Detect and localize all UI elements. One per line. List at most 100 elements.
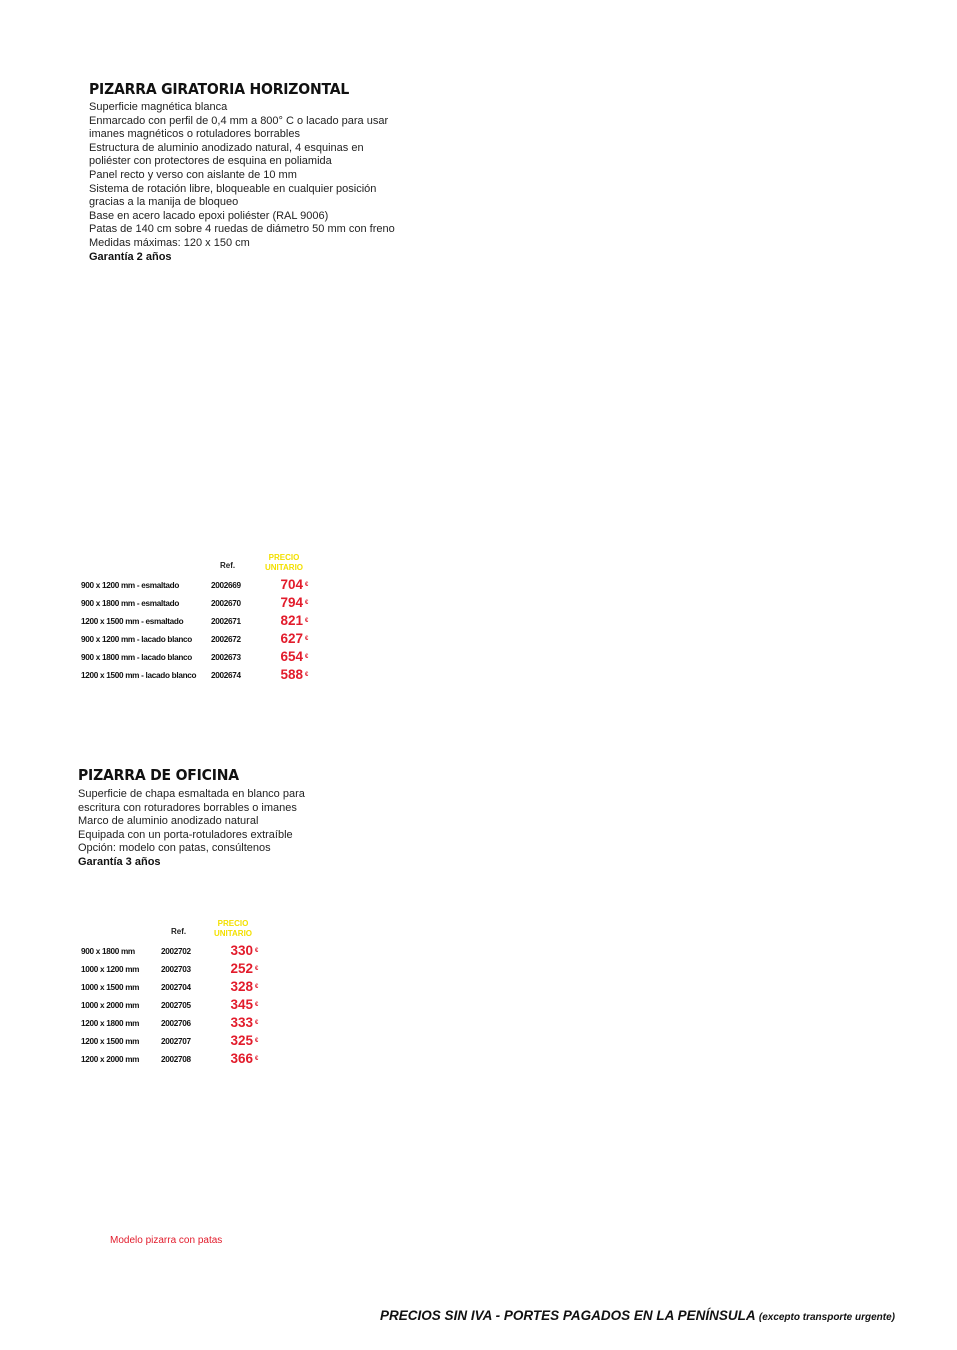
footer-notice: PRECIOS SIN IVA - PORTES PAGADOS EN LA P… xyxy=(380,1308,895,1323)
description-line: Base en acero lacado epoxi poliéster (RA… xyxy=(89,209,329,222)
table-header: Ref. PRECIO UNITARIO xyxy=(81,553,321,575)
table-row: 1200 x 1500 mm 2002707 325 € xyxy=(81,1033,271,1051)
row-currency: € xyxy=(305,600,309,606)
row-dimensions: 900 x 1200 mm - esmaltado xyxy=(81,581,180,590)
price-header-line-2: UNITARIO xyxy=(264,563,304,572)
table-row: 1000 x 2000 mm 2002705 345 € xyxy=(81,997,271,1015)
row-dimensions: 1200 x 2000 mm xyxy=(81,1055,140,1064)
row-dimensions: 1200 x 1800 mm xyxy=(81,1019,140,1028)
row-price: 704 xyxy=(280,577,303,592)
table-row: 1200 x 1500 mm - lacado blanco 2002674 5… xyxy=(81,667,321,685)
description-line: Equipada con un porta-rotuladores extraí… xyxy=(78,828,293,841)
row-price: 654 xyxy=(280,649,303,664)
row-price: 345 xyxy=(230,997,253,1012)
description-line: Enmarcado con perfil de 0,4 mm a 800° C … xyxy=(89,114,389,127)
table-row: 900 x 1800 mm - esmaltado 2002670 794 € xyxy=(81,595,321,613)
table-row: 1000 x 1500 mm 2002704 328 € xyxy=(81,979,271,997)
row-currency: € xyxy=(255,948,259,954)
row-ref: 2002670 xyxy=(211,599,241,608)
price-header: PRECIO UNITARIO xyxy=(260,553,308,573)
row-ref: 2002707 xyxy=(161,1037,191,1046)
description-line: Medidas máximas: 120 x 150 cm xyxy=(89,236,250,249)
row-dimensions: 900 x 1800 mm - esmaltado xyxy=(81,599,180,608)
footer-note: (excepto transporte urgente) xyxy=(758,1312,895,1323)
description-line: Superficie de chapa esmaltada en blanco … xyxy=(78,788,305,800)
row-price: 328 xyxy=(230,979,253,994)
description-line: Panel recto y verso con aislante de 10 m… xyxy=(89,168,297,181)
row-currency: € xyxy=(305,582,309,588)
product-1-price-table: Ref. PRECIO UNITARIO 900 x 1200 mm - esm… xyxy=(81,553,321,688)
product-2-title: PIZARRA DE OFICINA xyxy=(78,767,239,785)
row-dimensions: 1200 x 1500 mm - esmaltado xyxy=(81,617,184,626)
row-price: 794 xyxy=(280,595,303,610)
row-ref: 2002673 xyxy=(211,653,241,662)
row-dimensions: 900 x 1800 mm - lacado blanco xyxy=(81,653,192,662)
row-currency: € xyxy=(255,1020,259,1026)
ref-header: Ref. xyxy=(171,927,187,936)
row-ref: 2002703 xyxy=(161,965,191,974)
row-currency: € xyxy=(255,1056,259,1062)
row-price: 252 xyxy=(230,961,253,976)
row-currency: € xyxy=(255,966,259,972)
description-line: Superficie magnética blanca xyxy=(89,101,228,113)
guarantee-text: Garantía 2 años xyxy=(89,250,172,263)
row-currency: € xyxy=(305,636,309,642)
table-row: 900 x 1200 mm - esmaltado 2002669 704 € xyxy=(81,577,321,595)
row-price: 588 xyxy=(280,667,303,682)
row-dimensions: 900 x 1800 mm xyxy=(81,947,135,956)
row-ref: 2002708 xyxy=(161,1055,191,1064)
price-header-line-2: UNITARIO xyxy=(213,929,253,938)
product-2-price-table: Ref. PRECIO UNITARIO 900 x 1800 mm 20027… xyxy=(81,919,271,1069)
description-line: poliéster con protectores de esquina en … xyxy=(89,155,332,168)
row-price: 366 xyxy=(230,1051,253,1066)
row-price: 627 xyxy=(280,631,303,646)
table-row: 1200 x 2000 mm 2002708 366 € xyxy=(81,1051,271,1069)
row-currency: € xyxy=(305,654,309,660)
row-price: 330 xyxy=(230,943,253,958)
row-price: 821 xyxy=(280,613,303,628)
table-header: Ref. PRECIO UNITARIO xyxy=(81,919,271,941)
product-2-description: Superficie de chapa esmaltada en blanco … xyxy=(78,788,305,870)
row-ref: 2002702 xyxy=(161,947,191,956)
table-row: 1000 x 1200 mm 2002703 252 € xyxy=(81,961,271,979)
row-dimensions: 1000 x 2000 mm xyxy=(81,1001,140,1010)
description-line: Opción: modelo con patas, consúltenos xyxy=(78,842,271,855)
description-line: escritura con roturadores borrables o im… xyxy=(78,801,297,814)
row-ref: 2002706 xyxy=(161,1019,191,1028)
description-line: Marco de aluminio anodizado natural xyxy=(78,815,259,828)
row-currency: € xyxy=(255,984,259,990)
description-line: Sistema de rotación libre, bloqueable en… xyxy=(89,182,377,195)
row-dimensions: 900 x 1200 mm - lacado blanco xyxy=(81,635,192,644)
row-ref: 2002671 xyxy=(211,617,241,626)
table-row: 1200 x 1500 mm - esmaltado 2002671 821 € xyxy=(81,613,321,631)
row-price: 325 xyxy=(230,1033,253,1048)
price-header-line-1: PRECIO xyxy=(217,919,249,928)
price-header: PRECIO UNITARIO xyxy=(209,919,257,939)
description-line: Patas de 140 cm sobre 4 ruedas de diámet… xyxy=(89,223,395,236)
row-ref: 2002669 xyxy=(211,581,241,590)
image-caption: Modelo pizarra con patas xyxy=(110,1235,223,1246)
row-dimensions: 1200 x 1500 mm - lacado blanco xyxy=(81,671,197,680)
table-row: 900 x 1200 mm - lacado blanco 2002672 62… xyxy=(81,631,321,649)
row-ref: 2002672 xyxy=(211,635,241,644)
footer-main: PRECIOS SIN IVA - PORTES PAGADOS EN LA P… xyxy=(380,1308,756,1323)
row-ref: 2002705 xyxy=(161,1001,191,1010)
row-ref: 2002704 xyxy=(161,983,191,992)
product-1-description: Superficie magnética blanca Enmarcado co… xyxy=(89,101,395,264)
row-ref: 2002674 xyxy=(211,671,241,680)
row-dimensions: 1200 x 1500 mm xyxy=(81,1037,140,1046)
description-line: gracias a la manija de bloqueo xyxy=(89,196,239,209)
ref-header: Ref. xyxy=(220,561,236,570)
row-dimensions: 1000 x 1200 mm xyxy=(81,965,140,974)
row-currency: € xyxy=(255,1038,259,1044)
product-1-title: PIZARRA GIRATORIA HORIZONTAL xyxy=(89,81,350,99)
row-currency: € xyxy=(255,1002,259,1008)
description-line: imanes magnéticos o rotuladores borrable… xyxy=(89,128,300,141)
description-line: Estructura de aluminio anodizado natural… xyxy=(89,141,364,154)
row-currency: € xyxy=(305,672,309,678)
guarantee-text: Garantía 3 años xyxy=(78,855,161,868)
table-row: 900 x 1800 mm 2002702 330 € xyxy=(81,943,271,961)
row-dimensions: 1000 x 1500 mm xyxy=(81,983,140,992)
table-row: 1200 x 1800 mm 2002706 333 € xyxy=(81,1015,271,1033)
table-row: 900 x 1800 mm - lacado blanco 2002673 65… xyxy=(81,649,321,667)
